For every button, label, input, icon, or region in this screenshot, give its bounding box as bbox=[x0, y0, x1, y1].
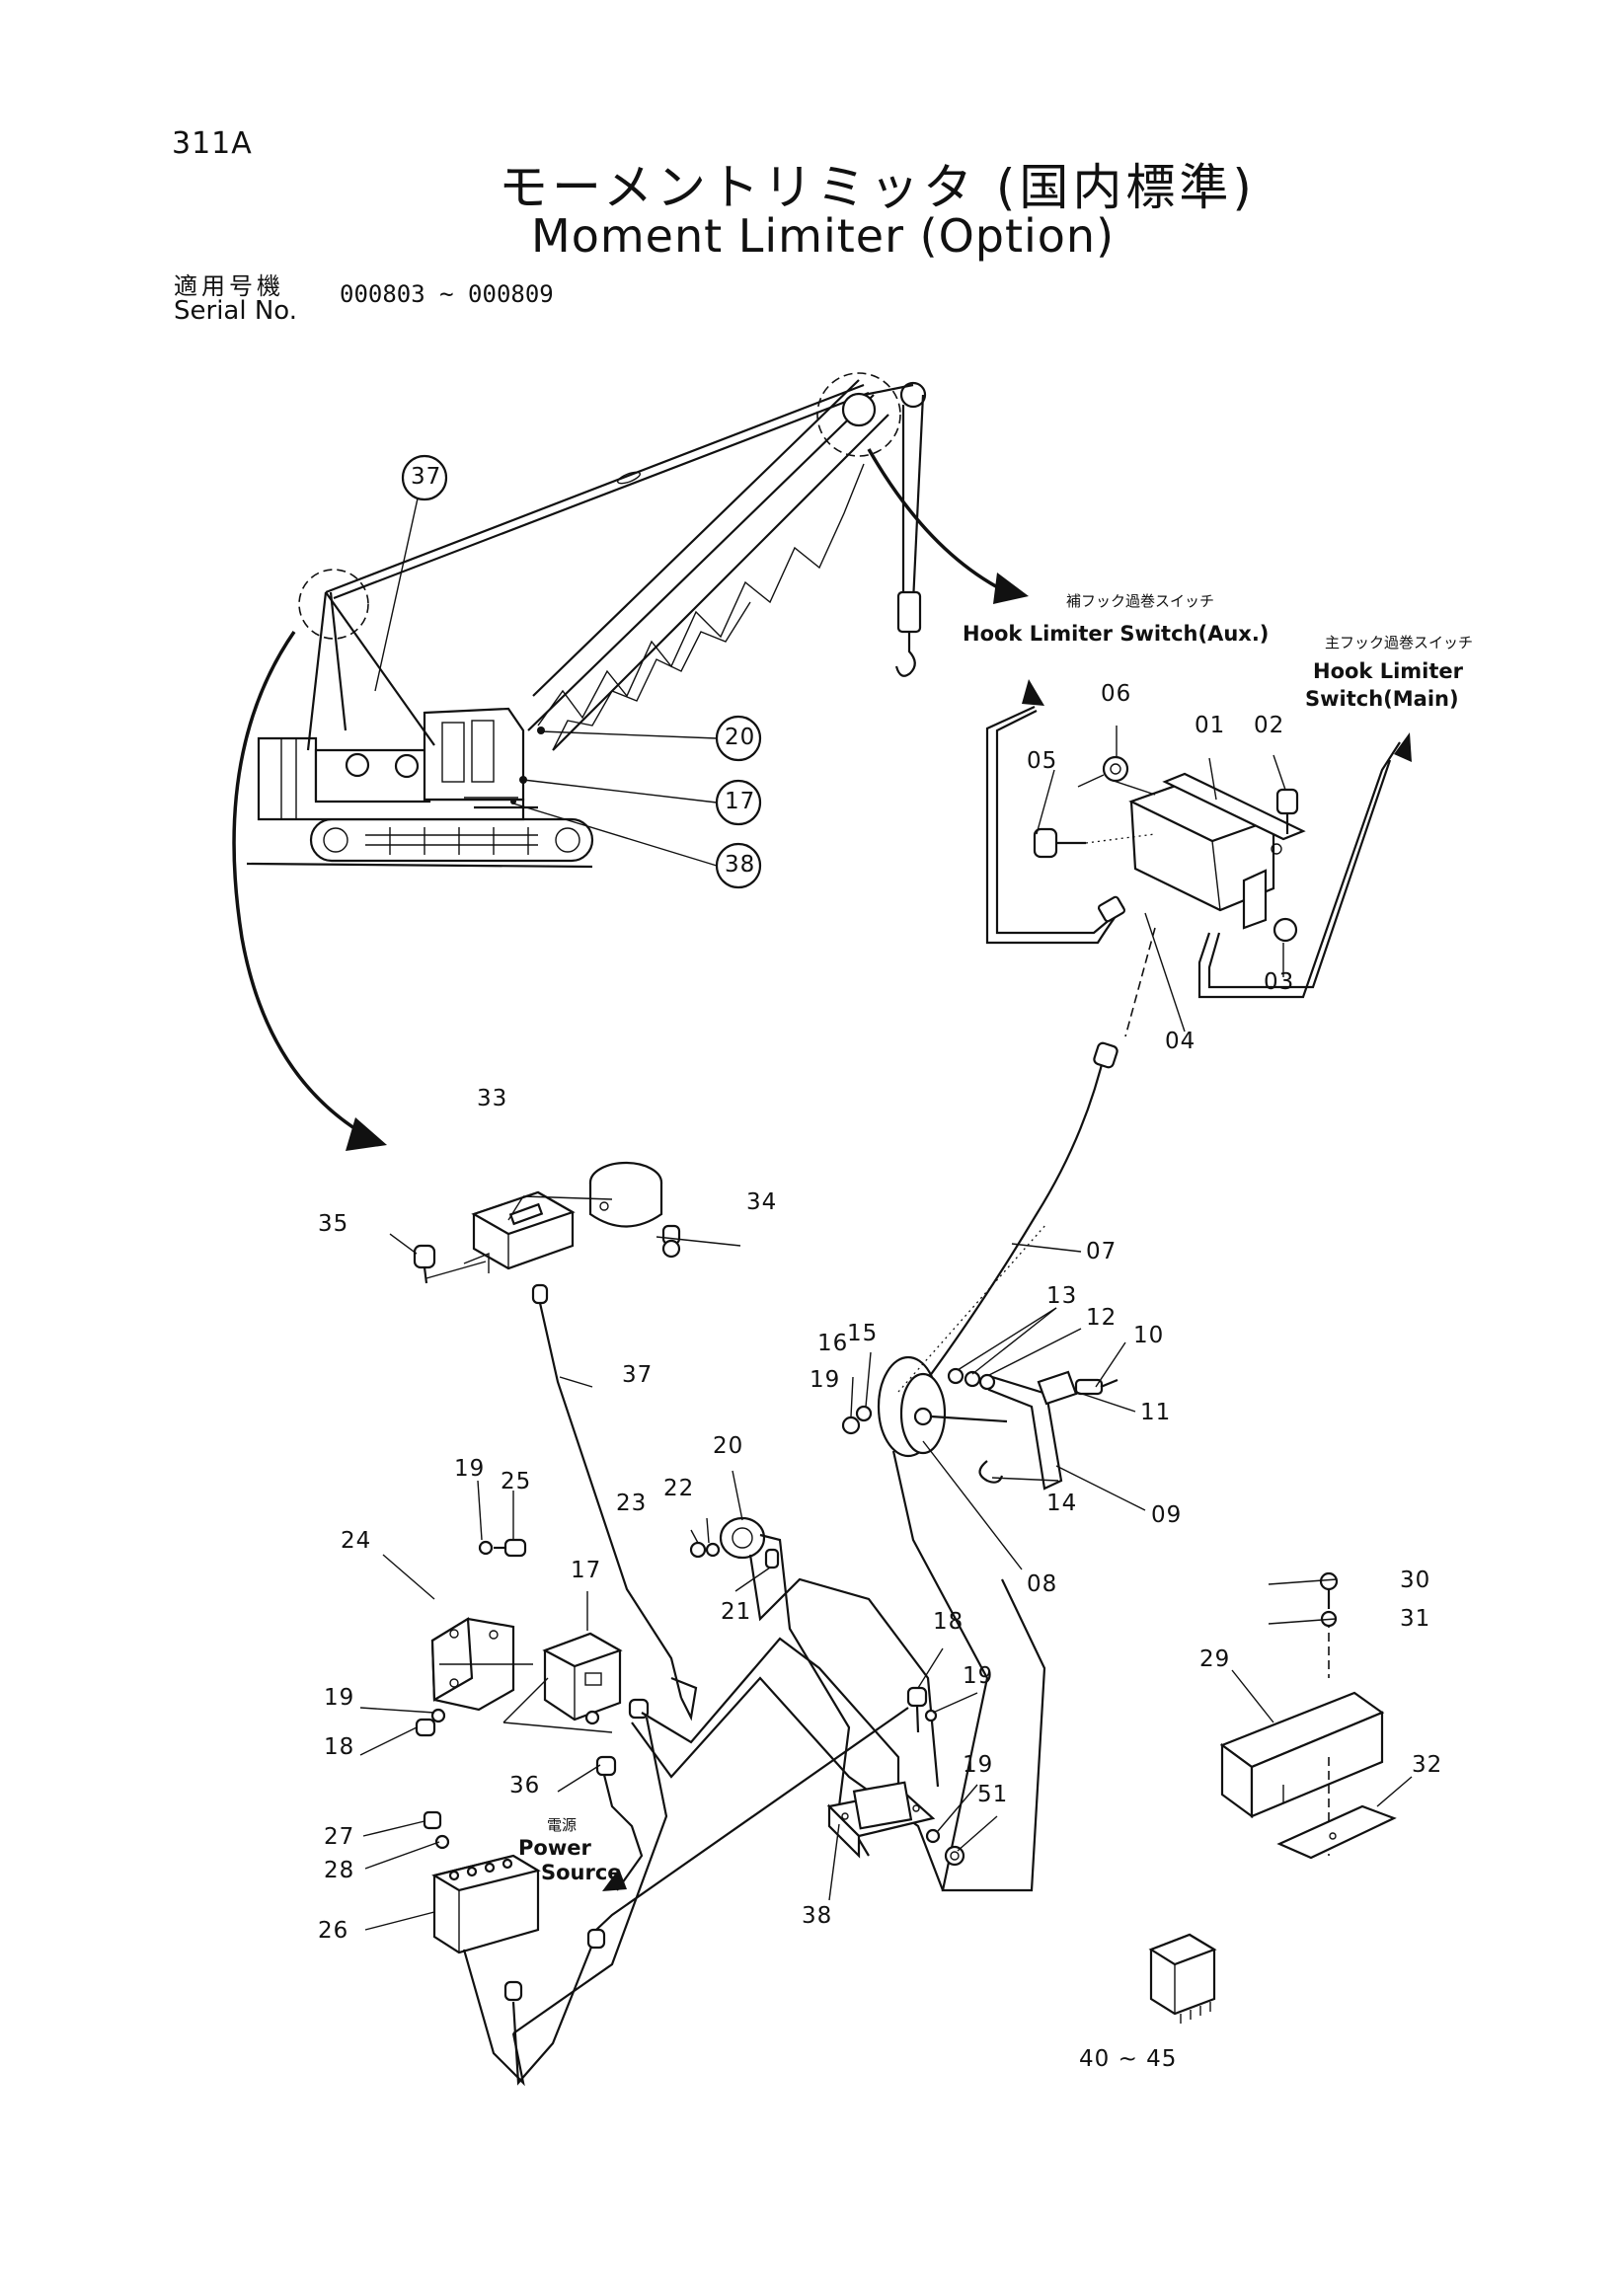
part-label-09: 09 bbox=[1151, 1502, 1183, 1528]
part-label-15: 15 bbox=[847, 1321, 879, 1346]
serial-label-japanese: 適用号機 bbox=[174, 272, 284, 300]
part-label-17: 17 bbox=[571, 1558, 602, 1583]
title-english: Moment Limiter (Option) bbox=[531, 209, 1116, 263]
terminal-block-assembly bbox=[423, 1707, 909, 2087]
drum-sensor-assembly bbox=[841, 1223, 1119, 1892]
limiter-switch-assembly bbox=[917, 679, 1412, 1393]
serial-label-english: Serial No. bbox=[174, 296, 297, 326]
aux-switch-label-jp: 補フック過巻スイッチ bbox=[1066, 592, 1215, 610]
part-label-18-left: 18 bbox=[324, 1734, 355, 1760]
part-label-12: 12 bbox=[1086, 1305, 1118, 1331]
part-label-10: 10 bbox=[1133, 1323, 1165, 1348]
bracket-assembly bbox=[415, 1538, 533, 1737]
callout-17: 17 bbox=[725, 789, 756, 814]
storage-box-assembly bbox=[1219, 1571, 1397, 1860]
power-source-label-jp: 電源 bbox=[547, 1816, 578, 1834]
main-switch-label-en-2: Switch(Main) bbox=[1305, 687, 1459, 711]
part-label-31: 31 bbox=[1400, 1606, 1431, 1632]
part-label-40-45: 40 ~ 45 bbox=[1079, 2046, 1178, 2072]
part-label-24: 24 bbox=[341, 1528, 372, 1554]
indicator-box-assembly bbox=[413, 1161, 698, 1722]
part-label-38: 38 bbox=[802, 1903, 833, 1929]
part-label-11: 11 bbox=[1140, 1400, 1172, 1425]
aux-switch-label-en: Hook Limiter Switch(Aux.) bbox=[963, 622, 1270, 646]
part-label-19-top: 19 bbox=[454, 1456, 486, 1482]
part-label-13: 13 bbox=[1046, 1283, 1078, 1309]
part-label-06: 06 bbox=[1101, 681, 1132, 707]
serial-range: 000803 ~ 000809 bbox=[340, 280, 554, 308]
part-label-35: 35 bbox=[318, 1211, 349, 1237]
part-label-19-lower: 19 bbox=[963, 1752, 994, 1778]
part-label-04: 04 bbox=[1165, 1029, 1196, 1054]
part-label-07: 07 bbox=[1086, 1239, 1118, 1264]
part-label-36: 36 bbox=[509, 1773, 541, 1799]
part-label-25: 25 bbox=[501, 1469, 532, 1494]
relay-component bbox=[1148, 1933, 1217, 2024]
part-label-29: 29 bbox=[1199, 1646, 1231, 1672]
part-label-51: 51 bbox=[977, 1782, 1009, 1807]
callout-20: 20 bbox=[725, 725, 756, 750]
part-label-37: 37 bbox=[622, 1362, 654, 1388]
part-label-33: 33 bbox=[477, 1086, 508, 1111]
part-label-22: 22 bbox=[663, 1476, 695, 1501]
power-source-label-en-1: Power bbox=[518, 1836, 591, 1860]
part-label-08: 08 bbox=[1027, 1571, 1058, 1597]
part-label-03: 03 bbox=[1264, 969, 1295, 995]
part-label-23: 23 bbox=[616, 1491, 648, 1516]
part-label-14: 14 bbox=[1046, 1491, 1078, 1516]
part-label-01: 01 bbox=[1195, 713, 1226, 738]
part-label-26: 26 bbox=[318, 1918, 349, 1944]
crane-callouts bbox=[401, 454, 762, 889]
part-label-19-right: 19 bbox=[963, 1663, 994, 1689]
callout-38: 38 bbox=[725, 852, 756, 878]
part-label-20: 20 bbox=[713, 1433, 744, 1459]
part-label-05: 05 bbox=[1027, 748, 1058, 774]
callout-37: 37 bbox=[411, 464, 442, 490]
part-label-16: 16 bbox=[817, 1331, 849, 1356]
part-label-30: 30 bbox=[1400, 1568, 1431, 1593]
mount-bracket-assembly bbox=[826, 1686, 965, 1867]
part-label-19-left: 19 bbox=[324, 1685, 355, 1711]
part-label-18: 18 bbox=[933, 1609, 964, 1635]
page-code: 311A bbox=[172, 126, 253, 161]
title-japanese: モーメントリミッタ (国内標準) bbox=[499, 159, 1256, 216]
part-label-28: 28 bbox=[324, 1858, 355, 1883]
main-switch-label-en-1: Hook Limiter bbox=[1313, 659, 1464, 683]
part-label-21: 21 bbox=[721, 1599, 752, 1625]
part-label-27: 27 bbox=[324, 1824, 355, 1850]
leader-lines bbox=[359, 726, 1413, 1931]
relay-box-assembly bbox=[502, 1632, 945, 2034]
part-label-32: 32 bbox=[1412, 1752, 1443, 1778]
crane-illustration bbox=[246, 372, 927, 869]
part-label-19-extra: 19 bbox=[810, 1367, 841, 1393]
main-switch-label-jp: 主フック過巻スイッチ bbox=[1325, 634, 1474, 651]
power-source-label-en-2: Source bbox=[541, 1861, 622, 1884]
part-label-02: 02 bbox=[1254, 713, 1285, 738]
part-label-34: 34 bbox=[746, 1189, 778, 1215]
